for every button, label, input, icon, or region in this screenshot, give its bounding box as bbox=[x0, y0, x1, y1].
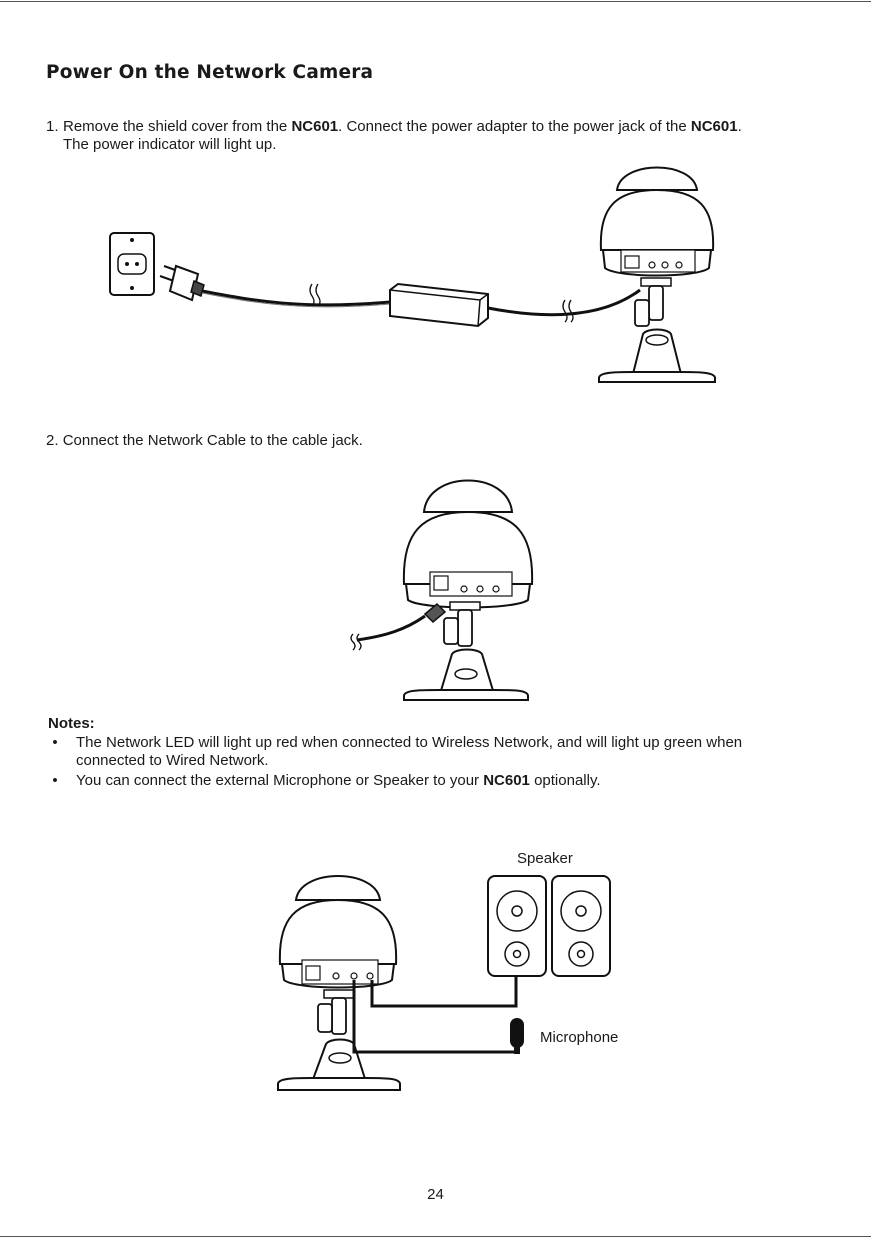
bottom-rule bbox=[0, 1236, 871, 1237]
notes-heading: Notes: bbox=[48, 715, 95, 732]
network-camera-icon bbox=[277, 875, 401, 1091]
cable-break-mark bbox=[309, 283, 321, 307]
model-name: NC601 bbox=[690, 118, 738, 135]
cable-break-mark bbox=[562, 299, 574, 323]
step-1-line-2: The power indicator will light up. bbox=[63, 136, 277, 153]
page-number: 24 bbox=[427, 1186, 444, 1203]
model-name: NC601 bbox=[291, 118, 339, 135]
note-item: • You can connect the external Microphon… bbox=[48, 772, 828, 790]
page-title: Power On the Network Camera bbox=[46, 62, 374, 83]
step-1-text: 1.Remove the shield cover from the NC601… bbox=[46, 118, 846, 154]
model-name: NC601 bbox=[483, 772, 530, 789]
network-cable-figure bbox=[350, 479, 534, 701]
power-plug-icon bbox=[159, 264, 205, 302]
audio-connection-figure bbox=[277, 875, 611, 1091]
step-2-text: 2. Connect the Network Cable to the cabl… bbox=[46, 432, 363, 449]
notes-list: • The Network LED will light up red when… bbox=[48, 734, 828, 792]
step-2-number: 2. bbox=[46, 432, 59, 449]
network-camera-icon bbox=[598, 166, 716, 383]
speaker-icon bbox=[551, 875, 611, 977]
power-connection-figure bbox=[109, 166, 716, 383]
microphone-label: Microphone bbox=[540, 1029, 619, 1046]
bullet-icon: • bbox=[52, 772, 58, 789]
power-adapter-icon bbox=[389, 282, 489, 328]
network-cable-icon bbox=[350, 602, 447, 651]
note-item: • The Network LED will light up red when… bbox=[48, 734, 828, 770]
speaker-icon bbox=[487, 875, 547, 977]
bullet-icon: • bbox=[52, 734, 58, 751]
wall-outlet-icon bbox=[109, 232, 155, 296]
speaker-label: Speaker bbox=[517, 850, 573, 867]
top-rule bbox=[0, 1, 871, 2]
microphone-icon bbox=[510, 1018, 524, 1054]
network-camera-icon bbox=[402, 479, 534, 701]
step-1-number: 1. bbox=[46, 118, 59, 135]
